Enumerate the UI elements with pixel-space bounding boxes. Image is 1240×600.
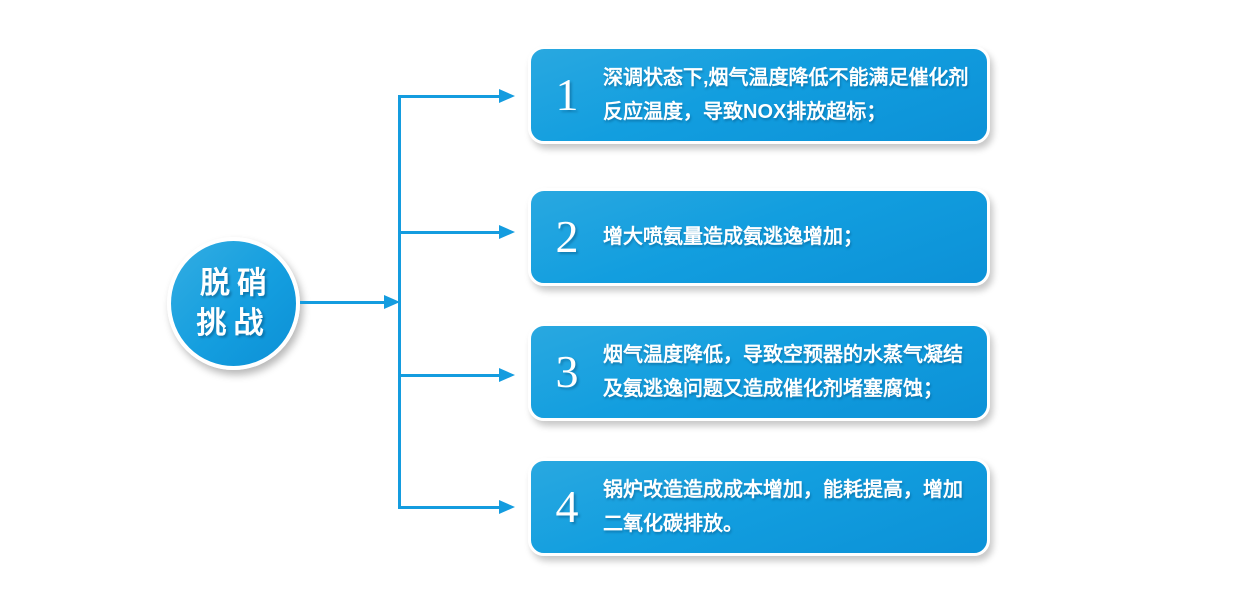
challenge-box-2: 2 增大喷氨量造成氨逃逸增加； bbox=[528, 188, 990, 286]
challenge-text: 增大喷氨量造成氨逃逸增加； bbox=[603, 226, 863, 248]
challenge-box-3: 3 烟气温度降低，导致空预器的水蒸气凝结 及氨逃逸问题又造成催化剂堵塞腐蚀； bbox=[528, 323, 990, 421]
connector-branch-4 bbox=[398, 506, 500, 509]
challenge-text: 烟气温度降低，导致空预器的水蒸气凝结 及氨逃逸问题又造成催化剂堵塞腐蚀； bbox=[603, 344, 963, 400]
connector-branch-2 bbox=[398, 231, 500, 234]
challenge-number: 4 bbox=[555, 481, 579, 532]
connector-main-line bbox=[300, 301, 386, 304]
connector-trunk-line bbox=[398, 95, 401, 509]
challenge-text: 锅炉改造造成成本增加，能耗提高，增加 二氧化碳排放。 bbox=[603, 479, 963, 535]
challenge-number: 1 bbox=[555, 69, 579, 120]
arrowhead-icon bbox=[499, 89, 515, 103]
root-node: 脱硝 挑战 bbox=[167, 237, 300, 370]
connector-branch-1 bbox=[398, 95, 500, 98]
challenge-box-1: 1 深调状态下,烟气温度降低不能满足催化剂 反应温度，导致NOX排放超标； bbox=[528, 46, 990, 144]
challenge-number: 3 bbox=[555, 346, 579, 397]
arrowhead-icon bbox=[384, 295, 400, 309]
arrowhead-icon bbox=[499, 500, 515, 514]
challenge-box-4: 4 锅炉改造造成成本增加，能耗提高，增加 二氧化碳排放。 bbox=[528, 458, 990, 556]
arrowhead-icon bbox=[499, 225, 515, 239]
arrowhead-icon bbox=[499, 368, 515, 382]
root-node-label: 脱硝 挑战 bbox=[196, 266, 274, 340]
challenge-text: 深调状态下,烟气温度降低不能满足催化剂 反应温度，导致NOX排放超标； bbox=[603, 67, 969, 123]
connector-branch-3 bbox=[398, 374, 500, 377]
challenge-number: 2 bbox=[555, 211, 579, 262]
